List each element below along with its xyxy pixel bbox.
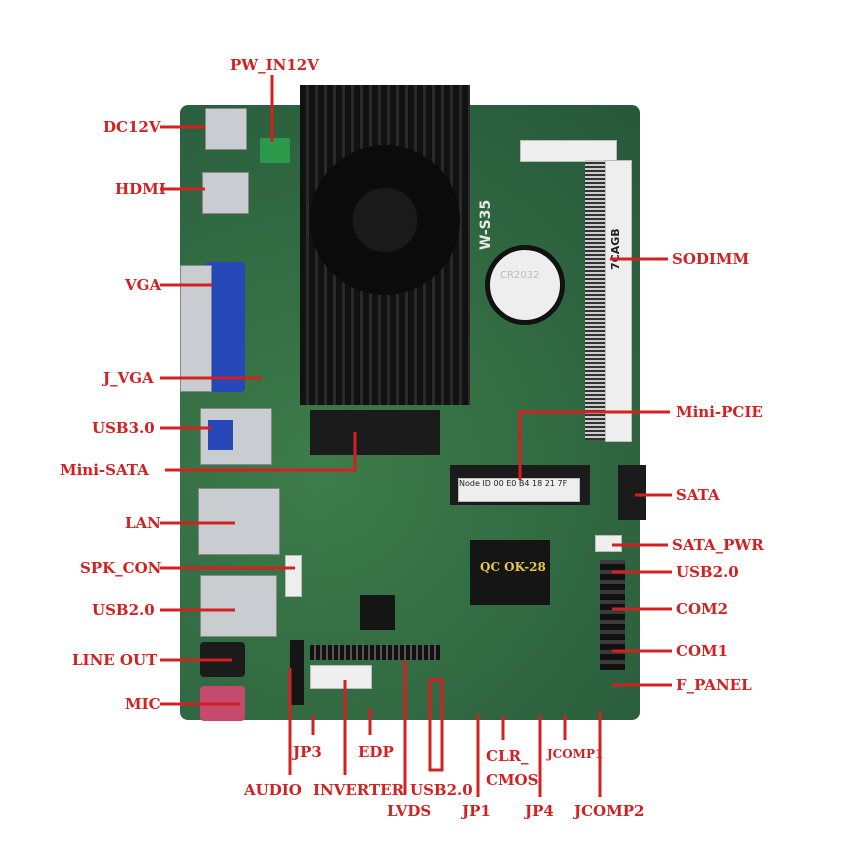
sodimm-latch-top [520, 140, 617, 162]
label-j-vga: J_VGA [103, 369, 154, 387]
label-mini-sata: Mini-SATA [60, 461, 149, 479]
label-jcomp2: JCOMP2 [574, 802, 645, 820]
label-usb2-right: USB2.0 [676, 563, 739, 581]
label-inverter: INVERTER [313, 781, 405, 799]
label-pw-in12v: PW_IN12V [230, 56, 319, 74]
label-spk-con: SPK_CON [80, 559, 162, 577]
sata-connector [618, 465, 646, 520]
label-lvds: LVDS [387, 802, 432, 820]
usb2-port [200, 575, 277, 637]
lvds-header [310, 645, 440, 660]
label-dc12v: DC12V [103, 118, 161, 136]
spk-connector [285, 555, 302, 597]
label-f-panel: F_PANEL [676, 676, 752, 694]
label-com1: COM1 [676, 642, 729, 660]
label-audio: AUDIO [244, 781, 302, 799]
mini-sata-slot [310, 410, 440, 455]
battery-text: CR2032 [500, 270, 540, 281]
node-id-sticker: Node ID 00 E0 B4 18 21 7F [458, 478, 580, 502]
label-jp3: JP3 [293, 743, 322, 761]
io-chip [360, 595, 395, 630]
label-vga: VGA [125, 276, 162, 294]
sodimm-module [605, 160, 632, 442]
audio-header [290, 640, 304, 705]
label-sata-pwr: SATA_PWR [672, 536, 764, 554]
label-jp4: JP4 [525, 802, 554, 820]
label-lan: LAN [125, 514, 161, 532]
label-usb2-left: USB2.0 [92, 601, 155, 619]
cpu-fan [310, 145, 460, 295]
mac-address: 00 E0 B4 18 21 7F [493, 479, 568, 488]
label-line-out: LINE OUT [72, 651, 158, 669]
label-usb2-bottom: USB2.0 [410, 781, 473, 799]
label-mic: MIC [125, 695, 161, 713]
node-id-label: Node ID [459, 479, 491, 488]
inverter-connector [310, 665, 372, 689]
cmos-battery [485, 245, 565, 325]
hdmi-port [202, 172, 249, 214]
label-hdmi: HDMI [115, 180, 166, 198]
label-edp: EDP [358, 743, 394, 761]
label-clr-cmos-line2: CMOS [486, 771, 539, 789]
label-mini-pcie: Mini-PCIE [676, 403, 763, 421]
dc-jack [205, 108, 247, 150]
qc-sticker: QC OK-28 [480, 560, 546, 574]
chipset [470, 540, 550, 605]
label-usb3: USB3.0 [92, 419, 155, 437]
label-com2: COM2 [676, 600, 729, 618]
label-clr-cmos-line1: CLR_ [486, 747, 529, 765]
power-terminal [260, 138, 290, 163]
label-sata: SATA [676, 486, 720, 504]
usb3-insert [208, 420, 233, 450]
label-sodimm: SODIMM [672, 250, 750, 268]
label-jcomp1: JCOMP1 [547, 747, 604, 761]
label-jp1: JP1 [462, 802, 491, 820]
